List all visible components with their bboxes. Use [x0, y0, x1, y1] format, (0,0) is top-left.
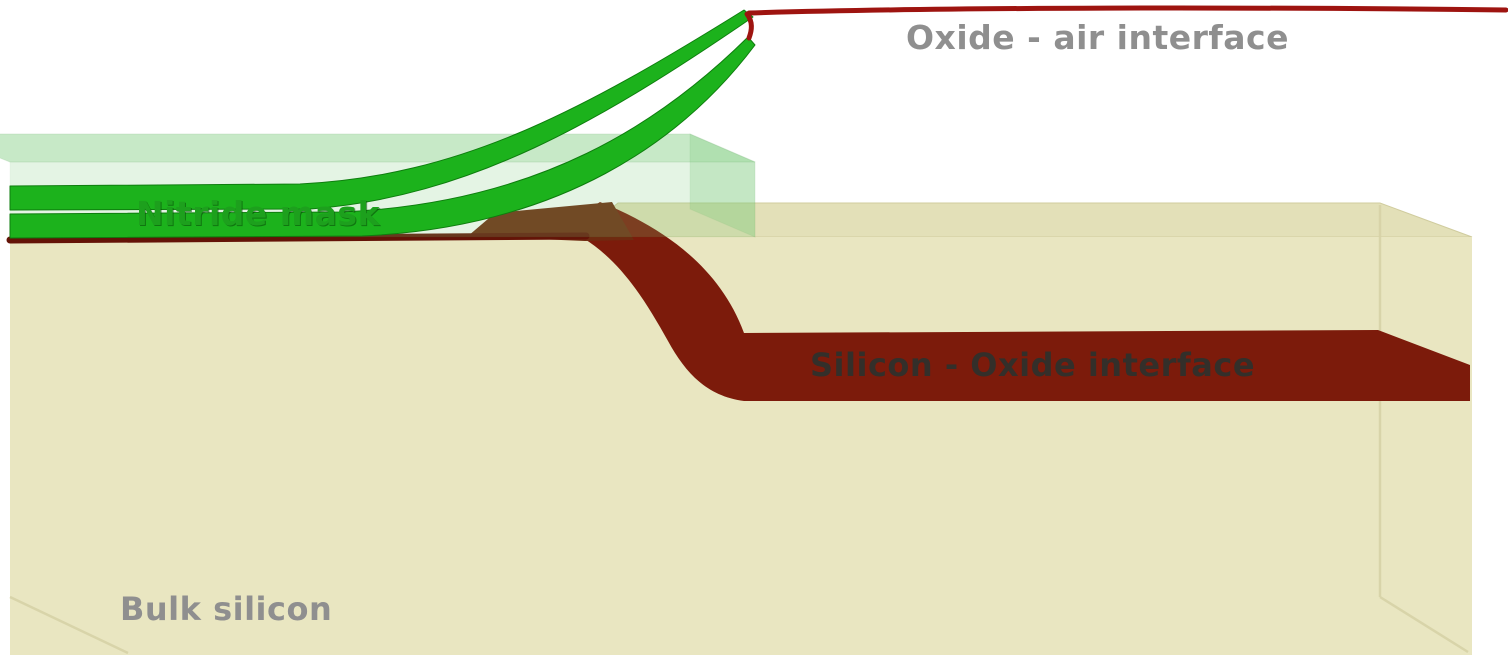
nitride-box-top-face — [0, 133, 756, 163]
nitride-box-right-face — [689, 133, 756, 238]
nitride-mask-label: Nitride mask — [136, 194, 381, 233]
nitride-lower-sheet — [9, 36, 756, 239]
bulk-silicon-label: Bulk silicon — [120, 590, 333, 628]
nitride-silicon-interface-line — [6, 232, 590, 244]
silicon-oxide-interface-band — [560, 202, 1470, 401]
oxide-air-interface-label: Oxide - air interface — [906, 18, 1289, 57]
nitride-upper-sheet — [9, 9, 754, 211]
silicon-oxide-interface-label: Silicon - Oxide interface — [810, 346, 1256, 384]
oxide-air-line — [746, 5, 1508, 16]
oxide-air-tip — [744, 11, 754, 41]
